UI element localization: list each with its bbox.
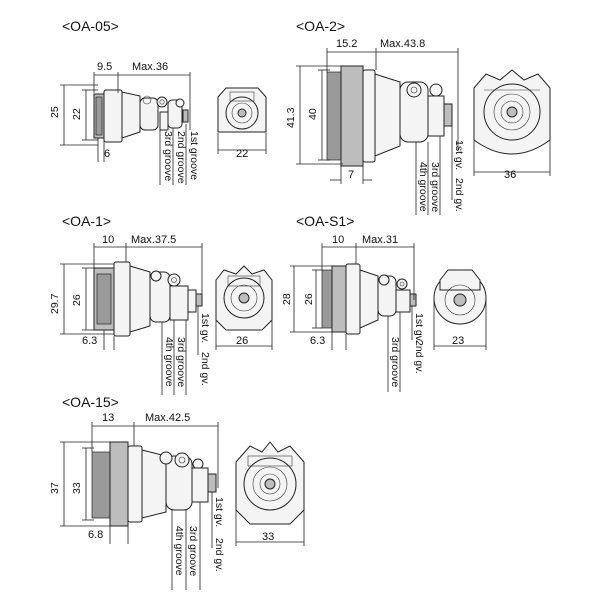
dim-outer-oa15: 37 (49, 482, 61, 494)
end-view-oas1 (433, 269, 487, 325)
groove-oa1-1: 1st gv. (199, 313, 211, 343)
dim-inner-oa05: 22 (71, 108, 83, 120)
title-oa2: <OA-2> (296, 18, 345, 34)
dim-max-oas1: Max.31 (362, 234, 398, 246)
groove-oas1-2: 2nd gv. (413, 340, 425, 374)
end-view-oa2 (473, 69, 551, 155)
dim-inner-oa15: 33 (71, 482, 83, 494)
dim-inner-oas1: 26 (303, 293, 315, 305)
groove-oa15-3: 3rd groove (187, 526, 199, 576)
groove-oa1-2: 2nd gv. (199, 352, 211, 386)
end-view-oa15 (235, 441, 305, 525)
groove-oa2-3: 3rd groove (429, 162, 441, 212)
groove-oa2-2: 2nd gv. (453, 178, 465, 212)
dim-end-oa15: 33 (262, 531, 274, 543)
dim-width-oa1: 10 (102, 234, 114, 246)
groove-oa05-2: 2nd groove (175, 131, 187, 184)
title-oas1: <OA-S1> (296, 213, 354, 229)
groove-oa05-1: 1st groove (188, 131, 200, 180)
dim-flange-oas1: 6.3 (310, 335, 325, 347)
dim-flange-oa1: 6.3 (82, 335, 97, 347)
groove-oa2-4: 4th groove (417, 162, 429, 212)
dim-outer-oa05: 25 (49, 106, 61, 118)
dim-end-oas1: 23 (452, 335, 464, 347)
groove-oa15-1: 1st gv. (213, 497, 225, 527)
end-view-oa05 (217, 87, 267, 133)
dim-end-oa1: 26 (236, 335, 248, 347)
groove-oa15-2: 2nd gv. (213, 538, 225, 572)
dim-width-oa15: 13 (102, 412, 114, 424)
connector-oa2: <OA-2> 15.2 Max.43.8 41.3 40 (285, 18, 551, 215)
connector-oa05: <OA-05> 9.5 Max.36 25 22 (49, 18, 267, 185)
dim-inner-oa2: 40 (307, 108, 319, 120)
dim-end-oa2: 36 (504, 169, 516, 181)
dim-width-oas1: 10 (332, 234, 344, 246)
side-view-oa1 (93, 261, 203, 337)
dim-max-oa2: Max.43.8 (380, 38, 425, 50)
groove-oa1-3: 3rd groove (175, 337, 187, 387)
dim-end-oa05: 22 (236, 148, 248, 160)
connector-oas1: <OA-S1> 10 Max.31 28 26 6.3 (281, 213, 487, 392)
side-view-oas1 (321, 263, 417, 335)
connector-oa1: <OA-1> 10 Max.37.5 29.7 26 6 (49, 213, 273, 395)
side-view-oa15 (91, 441, 217, 527)
dim-flange-oa05: 6 (104, 148, 110, 160)
title-oa15: <OA-15> (62, 394, 119, 410)
dim-outer-oa2: 41.3 (285, 107, 297, 128)
dim-max-oa15: Max.42.5 (145, 412, 190, 424)
dim-outer-oas1: 28 (281, 293, 293, 305)
title-oa1: <OA-1> (62, 213, 111, 229)
groove-oa2-1: 1st gv. (453, 140, 465, 170)
dim-flange-oa15: 6.8 (88, 529, 103, 541)
dim-width-oa05: 9.5 (97, 61, 112, 73)
groove-oa15-4: 4th groove (173, 526, 185, 576)
dim-inner-oa1: 26 (71, 294, 83, 306)
side-view-oa05 (93, 89, 189, 143)
groove-oas1-1: 1st gv. (413, 313, 425, 343)
end-view-oa1 (215, 265, 273, 331)
dim-width-oa2: 15.2 (336, 38, 357, 50)
dim-max-oa1: Max.37.5 (131, 234, 176, 246)
groove-oa1-4: 4th groove (163, 337, 175, 387)
dim-max-oa05: Max.36 (132, 61, 168, 73)
dim-outer-oa1: 29.7 (49, 293, 61, 314)
connector-oa15: <OA-15> 13 Max.42.5 37 33 6. (49, 394, 305, 590)
groove-oa05-3: 3rd groove (162, 131, 174, 181)
side-view-oa2 (326, 65, 453, 167)
groove-oas1-3: 3rd groove (389, 337, 401, 387)
title-oa05: <OA-05> (62, 18, 119, 34)
dim-flange-oa2: 7 (348, 169, 354, 181)
